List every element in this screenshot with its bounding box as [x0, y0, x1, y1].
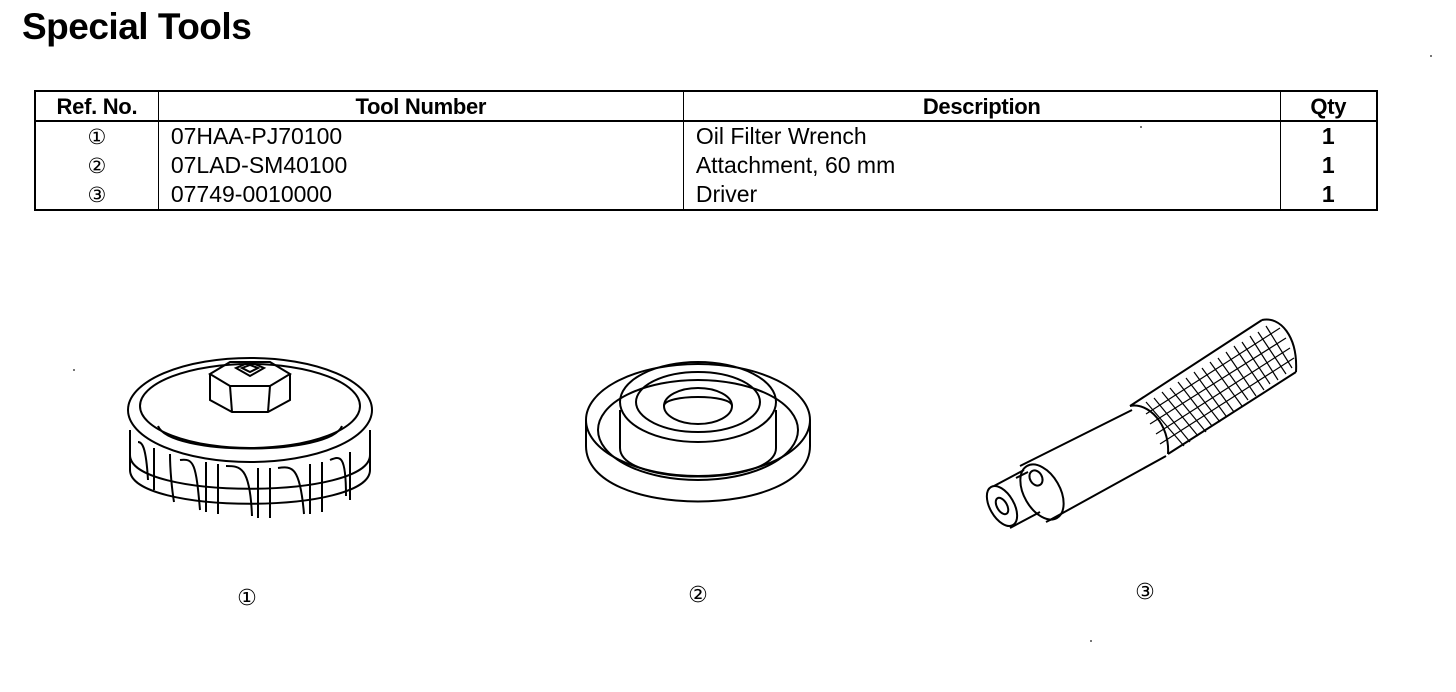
row-tool-number: 07749-0010000 [157, 180, 684, 210]
row-qty: 1 [1279, 151, 1377, 180]
scan-speck [1140, 126, 1142, 128]
row-qty: 1 [1279, 121, 1377, 151]
header-ref-no: Ref. No. [35, 91, 159, 122]
table-row: ③ 07749-0010000 Driver 1 [35, 180, 1377, 210]
attachment-60mm-icon [585, 361, 811, 503]
ref-number-mark: ① [87, 125, 107, 149]
oil-filter-wrench-icon [127, 357, 373, 518]
header-qty: Qty [1279, 91, 1377, 122]
figure-label: ② [688, 583, 708, 608]
table-header-row: Ref. No. Tool Number Description Qty [35, 91, 1377, 122]
scan-speck [73, 369, 75, 371]
special-tools-table: Ref. No. Tool Number Description Qty ① 0… [34, 90, 1378, 211]
table-row: ② 07LAD-SM40100 Attachment, 60 mm 1 [35, 151, 1377, 180]
scan-speck [1090, 640, 1092, 642]
row-ref: ③ [35, 180, 158, 210]
scan-speck [1430, 55, 1432, 57]
figure-label: ③ [1135, 580, 1155, 605]
header-description: Description [682, 91, 1281, 122]
row-description: Attachment, 60 mm [682, 151, 1281, 180]
driver-icon [985, 318, 1298, 529]
row-ref: ② [35, 151, 158, 180]
ref-number-mark: ③ [87, 183, 107, 207]
row-description: Oil Filter Wrench [682, 121, 1281, 151]
row-tool-number: 07LAD-SM40100 [157, 151, 684, 180]
page-title: Special Tools [22, 6, 252, 47]
row-description: Driver [682, 180, 1281, 210]
figure-label: ① [237, 586, 257, 611]
row-qty: 1 [1279, 180, 1377, 210]
header-tool-number: Tool Number [157, 91, 684, 122]
row-tool-number: 07HAA-PJ70100 [157, 121, 684, 151]
ref-number-mark: ② [87, 154, 107, 178]
table-row: ① 07HAA-PJ70100 Oil Filter Wrench 1 [35, 121, 1377, 151]
row-ref: ① [35, 121, 158, 151]
